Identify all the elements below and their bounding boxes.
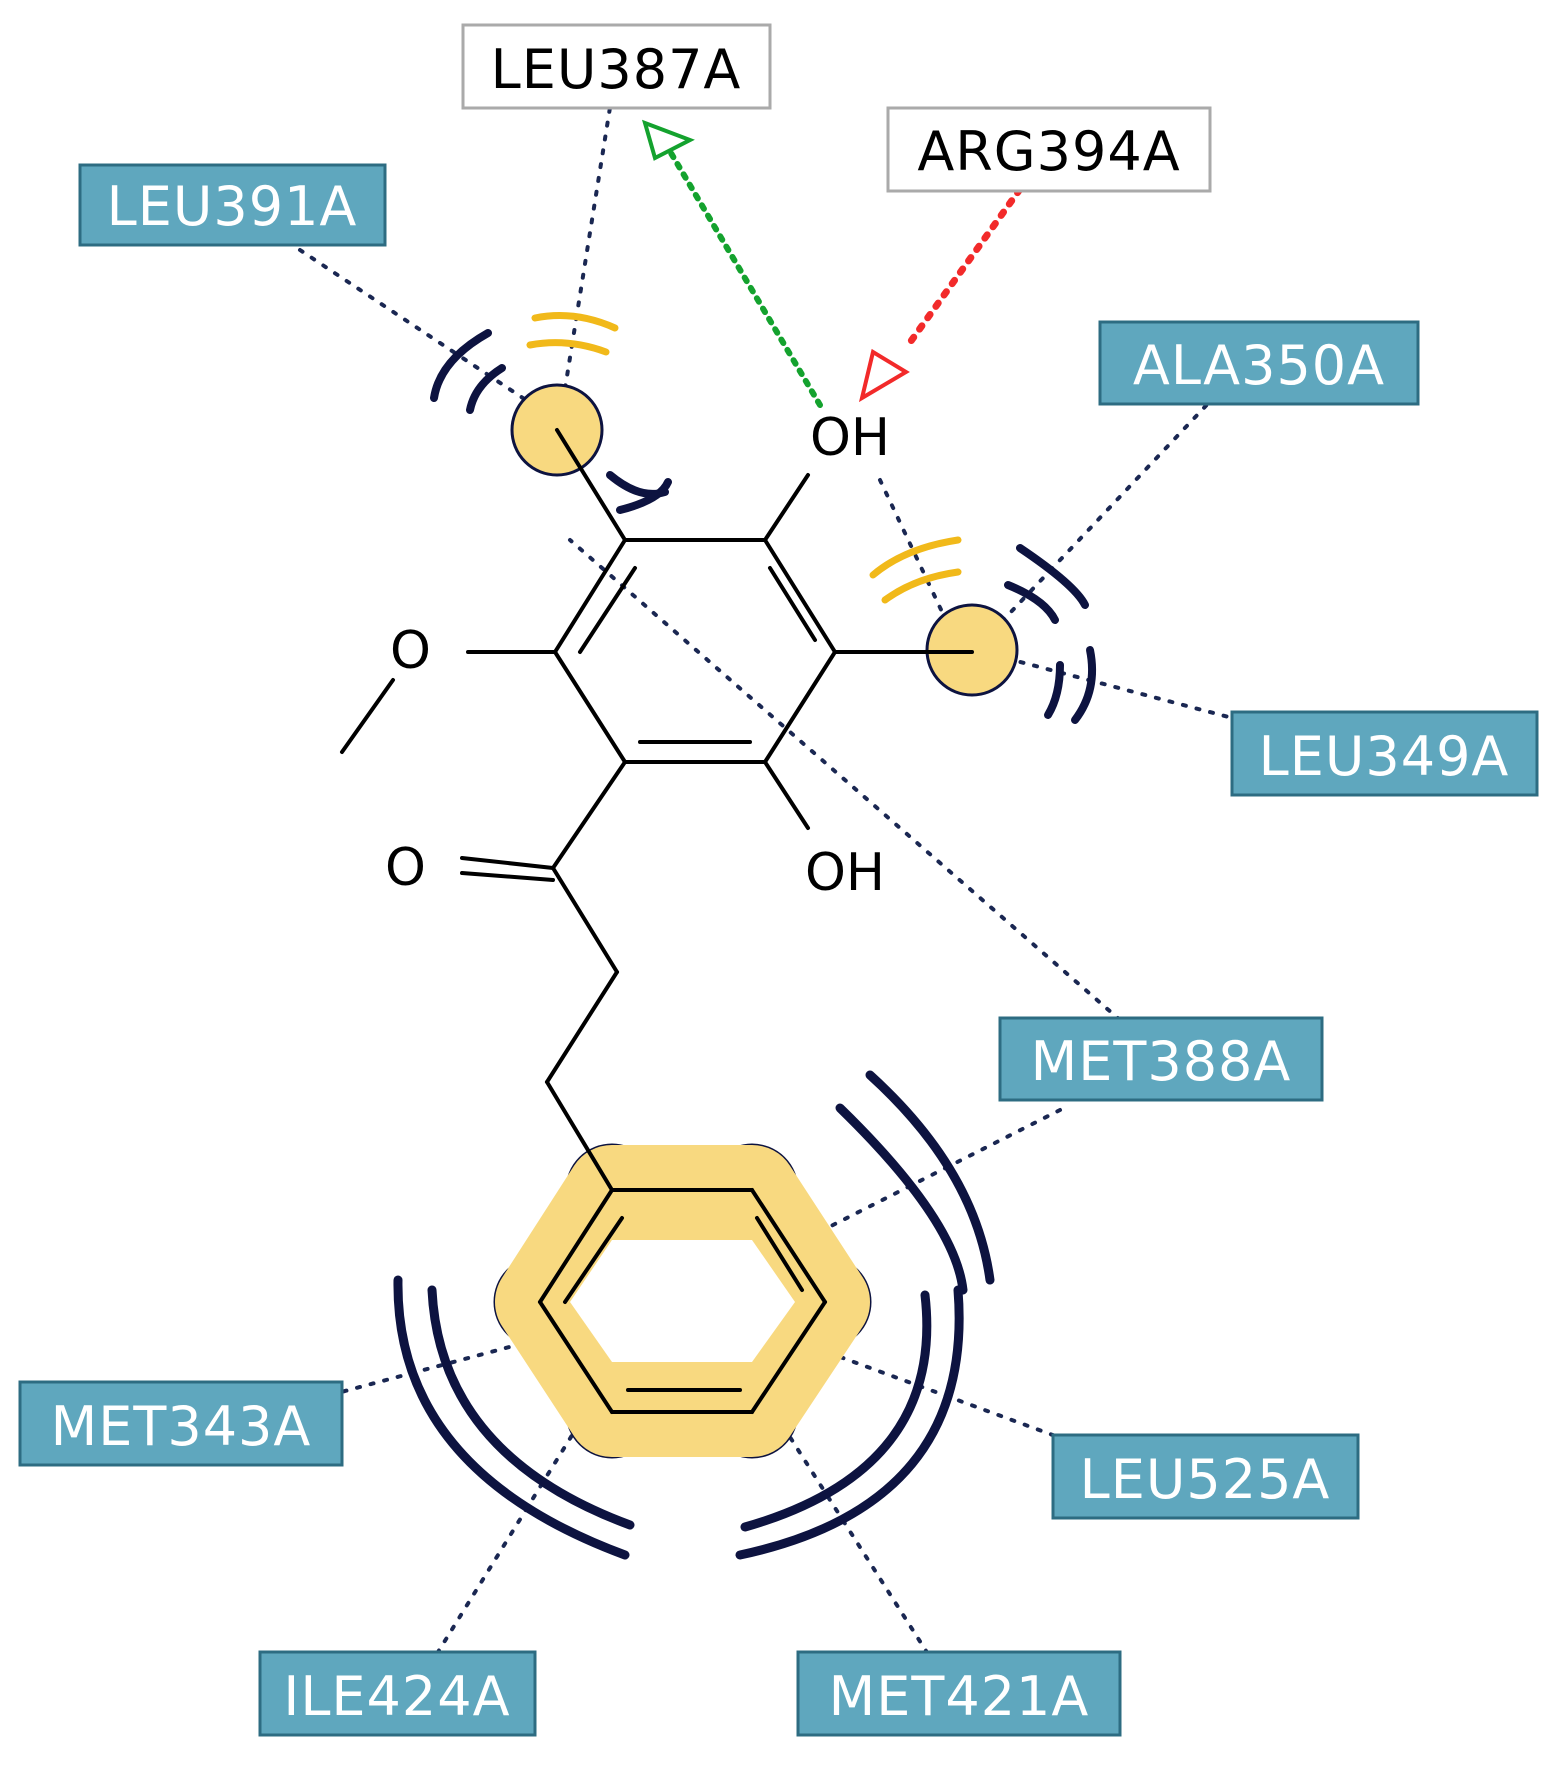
svg-text:MET343A: MET343A xyxy=(51,1395,312,1458)
arc-dark-right-4 xyxy=(1044,661,1064,719)
line-met421a xyxy=(758,1388,937,1667)
line-ile424a xyxy=(428,1388,602,1667)
arc-yellow-top-2 xyxy=(526,339,610,356)
svg-text:ARG394A: ARG394A xyxy=(917,120,1180,183)
line-leu391a xyxy=(298,248,558,422)
arc-dark-top-lr-2 xyxy=(616,478,672,514)
residue-leu525a: LEU525A xyxy=(1051,1433,1360,1520)
arc-dark-right-2 xyxy=(1004,581,1059,624)
arc-ring-right-1 xyxy=(835,1103,968,1295)
hbond-red xyxy=(858,174,1032,403)
line-leu387a xyxy=(558,93,614,422)
svg-text:LEU525A: LEU525A xyxy=(1080,1448,1331,1511)
svg-text:MET388A: MET388A xyxy=(1031,1030,1292,1093)
line-met388a xyxy=(568,538,1122,1022)
svg-text:ALA350A: ALA350A xyxy=(1133,334,1385,397)
red-arrowhead xyxy=(858,348,910,403)
arc-yellow-top-1 xyxy=(531,312,619,332)
atom-o-carbonyl: O xyxy=(385,838,426,898)
residue-leu391a: LEU391A xyxy=(78,163,387,247)
line-leu349a xyxy=(973,648,1242,722)
atom-oh-bottom: OH xyxy=(805,843,885,903)
residue-ile424a: ILE424A xyxy=(258,1650,537,1737)
arc-dark-topleft-2 xyxy=(466,364,506,414)
arc-ring-right-3 xyxy=(740,1290,932,1532)
line-ala350a xyxy=(973,373,1237,652)
svg-text:LEU349A: LEU349A xyxy=(1259,725,1510,788)
residue-leu349a: LEU349A xyxy=(1230,710,1539,797)
hydrophobic-arcs xyxy=(393,312,1097,1560)
atom-oh-top: OH xyxy=(810,408,890,468)
svg-text:LEU387A: LEU387A xyxy=(491,38,742,101)
green-arrowhead xyxy=(641,119,695,161)
arc-dark-right-3 xyxy=(1071,646,1097,724)
residue-labels: LEU387A ARG394A LEU391A ALA350A LEU349A … xyxy=(18,23,1539,1737)
arc-yellow-right-1 xyxy=(869,536,962,579)
arc-ring-right-2 xyxy=(865,1070,995,1285)
arc-ring-left-1 xyxy=(393,1275,630,1560)
arc-ring-left-2 xyxy=(427,1285,635,1530)
residue-ala350a: ALA350A xyxy=(1098,320,1420,406)
residue-leu387a: LEU387A xyxy=(461,23,772,110)
residue-met388a: MET388A xyxy=(998,1016,1324,1102)
residue-arg394a: ARG394A xyxy=(886,106,1212,193)
arc-dark-topleft-1 xyxy=(430,329,492,402)
residue-met343a: MET343A xyxy=(18,1380,344,1467)
svg-text:MET421A: MET421A xyxy=(829,1665,1090,1728)
arc-dark-right-1 xyxy=(1016,544,1089,609)
arc-ring-right-4 xyxy=(735,1285,964,1560)
svg-text:ILE424A: ILE424A xyxy=(283,1665,510,1728)
molecule-bonds xyxy=(340,428,974,1414)
residue-met421a: MET421A xyxy=(796,1650,1122,1737)
svg-text:LEU391A: LEU391A xyxy=(107,175,358,238)
arc-yellow-right-2 xyxy=(881,568,962,604)
hbond-green xyxy=(641,119,823,408)
atom-labels: OH OH O O xyxy=(385,408,890,903)
atom-o-methoxy: O xyxy=(390,621,431,681)
